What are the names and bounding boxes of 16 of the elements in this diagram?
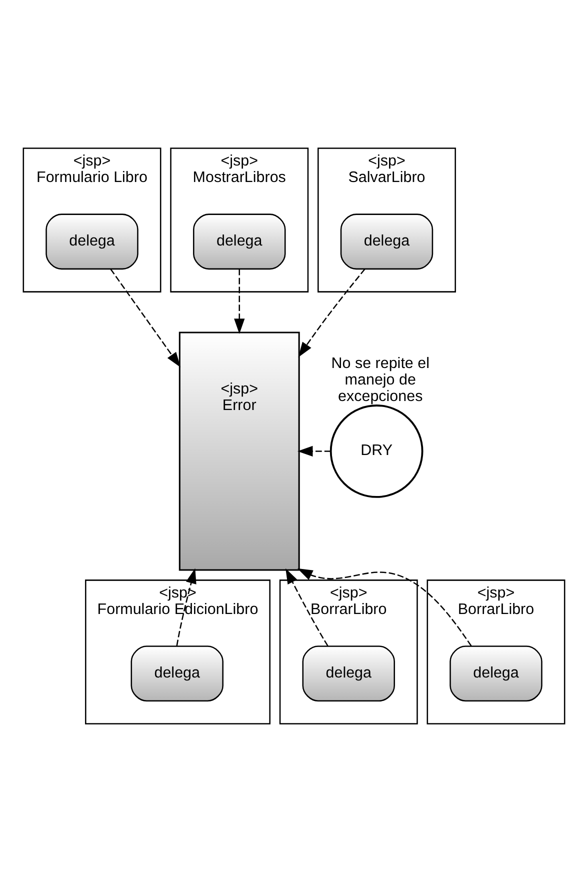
- arrow: [286, 568, 328, 646]
- arrow: [110, 268, 181, 368]
- node-box: delega: [193, 214, 286, 270]
- node-box: delega: [450, 646, 542, 702]
- node-circle: DRY: [330, 404, 424, 498]
- arrow: [176, 568, 196, 646]
- arrow: [297, 446, 331, 457]
- node-label: No se repite el manejo de excepciones: [331, 355, 430, 406]
- arrow: [297, 568, 472, 646]
- node-box: delega: [340, 214, 434, 270]
- node-box: <jsp> Error: [178, 332, 300, 571]
- node-box: delega: [302, 646, 395, 702]
- arrow: [234, 269, 245, 334]
- node-box: delega: [130, 646, 224, 702]
- node-box: delega: [46, 214, 138, 270]
- arrow: [298, 268, 366, 358]
